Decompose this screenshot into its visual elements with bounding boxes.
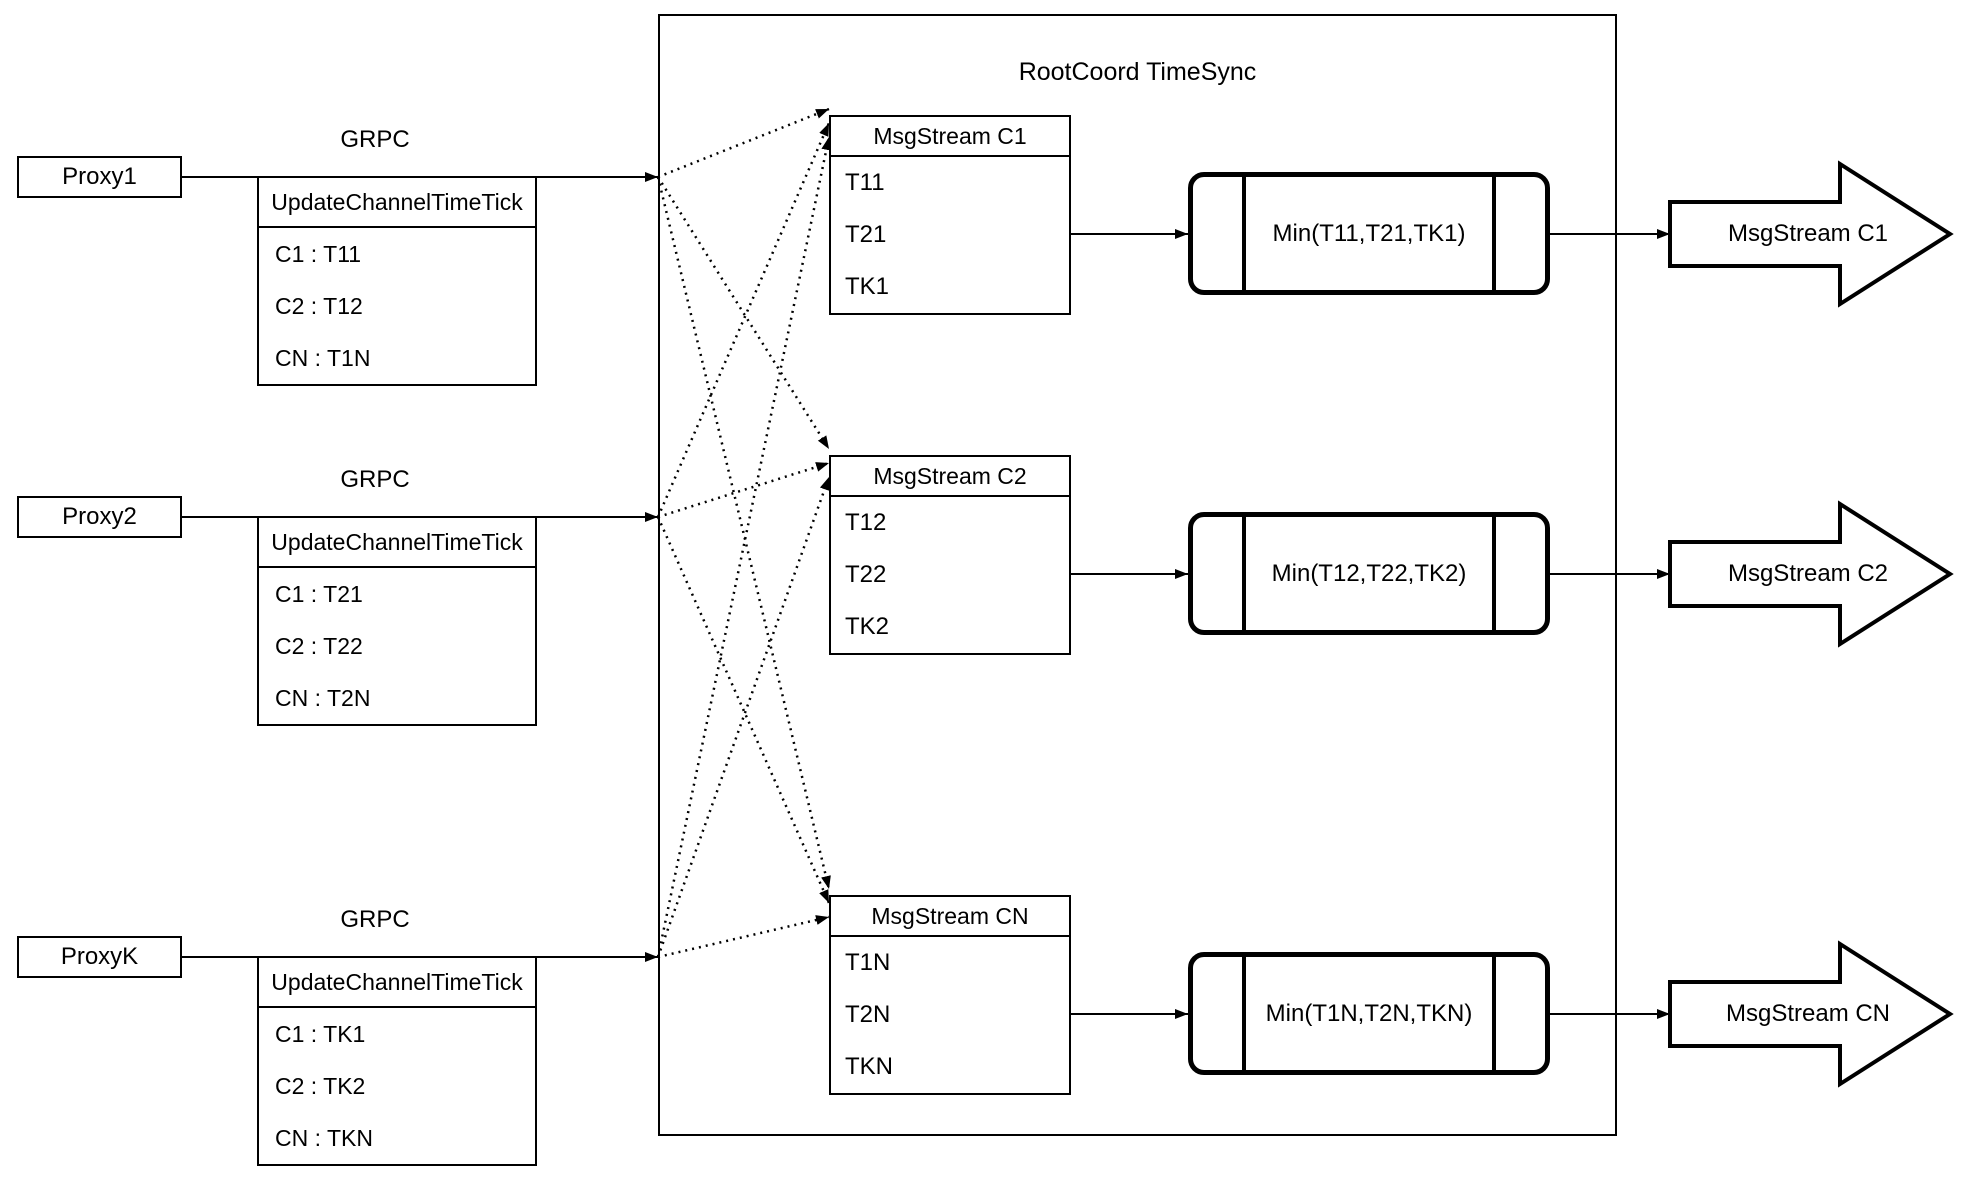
output-arrow-label-2: MsgStream C2: [1727, 560, 1889, 587]
msgstream-table-header: MsgStream CN: [831, 897, 1069, 937]
queue-divider-bar: [1492, 177, 1496, 290]
msgstream-table-header: MsgStream C1: [831, 117, 1069, 157]
table-row: C2 : TK2: [275, 1072, 366, 1099]
min-label-2: Min(T12,T22,TK2): [1271, 559, 1467, 587]
queue-divider-bar: [1242, 957, 1246, 1070]
table-row: T21: [845, 221, 887, 248]
grpc-label-row3: GRPC: [340, 906, 410, 933]
update-table-row1: UpdateChannelTimeTick C1 : T11 C2 : T12 …: [257, 176, 537, 386]
table-row: C1 : TK1: [275, 1020, 366, 1047]
table-row: T1N: [845, 949, 891, 976]
block-arrow-msgstream-c1: [1668, 160, 1954, 308]
table-row: TKN: [845, 1053, 893, 1080]
min-queue-box-2: Min(T12,T22,TK2): [1188, 512, 1550, 635]
msgstream-table-header: MsgStream C2: [831, 457, 1069, 497]
proxy2-box: Proxy2: [17, 496, 182, 538]
queue-divider-bar: [1242, 517, 1246, 630]
update-table-header: UpdateChannelTimeTick: [259, 518, 535, 568]
update-table-row2: UpdateChannelTimeTick C1 : T21 C2 : T22 …: [257, 516, 537, 726]
grpc-label-row2: GRPC: [340, 466, 410, 493]
dotted-link-pk-c2: [656, 476, 831, 958]
table-row: T12: [845, 509, 887, 536]
table-row: C1 : T21: [275, 580, 363, 607]
table-row: T22: [845, 561, 887, 588]
min-label-3: Min(T1N,T2N,TKN): [1265, 999, 1473, 1027]
queue-divider-bar: [1492, 957, 1496, 1070]
proxy1-label: Proxy1: [62, 163, 137, 190]
proxyk-label: ProxyK: [60, 943, 139, 970]
dotted-link-pk-cn: [657, 915, 830, 959]
dotted-link-p1-c2: [656, 176, 831, 450]
update-table-header: UpdateChannelTimeTick: [259, 958, 535, 1008]
proxyk-box: ProxyK: [17, 936, 182, 978]
dotted-link-p2-cn: [656, 516, 831, 904]
table-row: C2 : T22: [275, 632, 363, 659]
table-row: T11: [845, 169, 885, 196]
table-row: C2 : T12: [275, 292, 363, 319]
msgstream-c1-table: MsgStream C1 T11 T21 TK1: [829, 115, 1071, 315]
queue-divider-bar: [1242, 177, 1246, 290]
min-label-1: Min(T11,T21,TK1): [1272, 219, 1466, 247]
block-arrow-msgstream-c2: [1668, 500, 1954, 648]
dotted-link-p2-c2: [657, 461, 830, 519]
output-arrow-label-3: MsgStream CN: [1725, 1000, 1891, 1027]
block-arrow-msgstream-cn: [1668, 940, 1954, 1088]
proxy2-label: Proxy2: [62, 503, 137, 530]
dotted-link-p1-c1: [657, 107, 830, 179]
min-queue-box-3: Min(T1N,T2N,TKN): [1188, 952, 1550, 1075]
table-row: TK2: [845, 613, 890, 640]
proxy1-box: Proxy1: [17, 156, 182, 198]
table-row: T2N: [845, 1001, 891, 1028]
table-row: CN : TKN: [275, 1124, 373, 1151]
grpc-label-row1: GRPC: [340, 126, 410, 153]
dotted-link-p1-cn: [656, 176, 831, 890]
output-arrow-label-1: MsgStream C1: [1727, 220, 1889, 247]
table-row: TK1: [845, 273, 890, 300]
update-table-row3: UpdateChannelTimeTick C1 : TK1 C2 : TK2 …: [257, 956, 537, 1166]
min-queue-box-1: Min(T11,T21,TK1): [1188, 172, 1550, 295]
table-row: C1 : T11: [275, 240, 362, 267]
msgstream-cn-table: MsgStream CN T1N T2N TKN: [829, 895, 1071, 1095]
update-table-header: UpdateChannelTimeTick: [259, 178, 535, 228]
table-row: CN : T1N: [275, 344, 371, 371]
msgstream-c2-table: MsgStream C2 T12 T22 TK2: [829, 455, 1071, 655]
dotted-link-p2-c1: [656, 122, 831, 518]
rootcoord-title: RootCoord TimeSync: [1018, 57, 1257, 86]
table-row: CN : T2N: [275, 684, 371, 711]
queue-divider-bar: [1492, 517, 1496, 630]
